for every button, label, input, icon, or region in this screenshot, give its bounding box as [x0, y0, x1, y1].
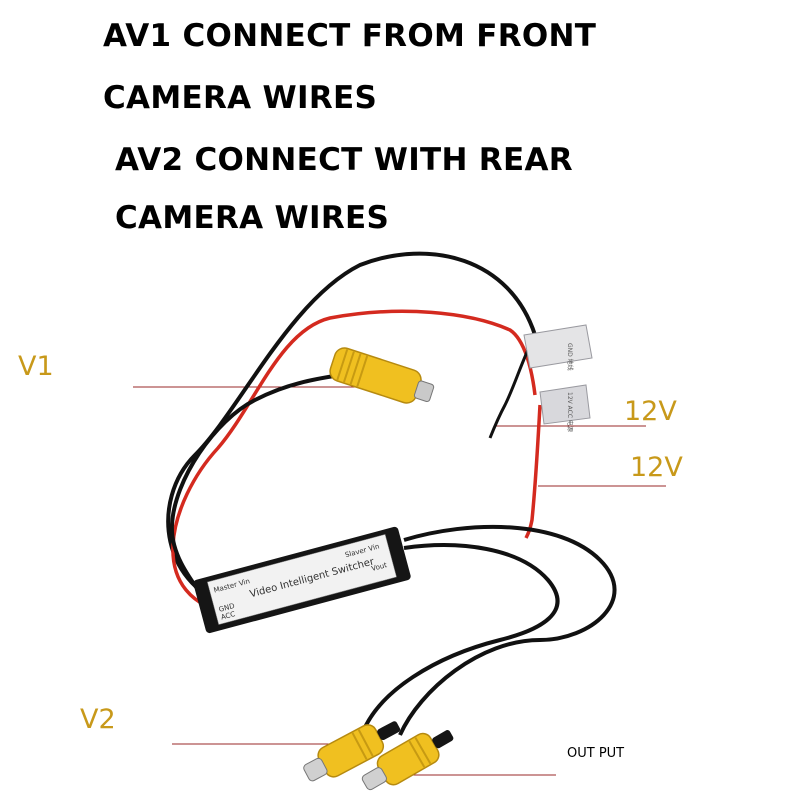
acc-tag-text: 12V ACC 电源	[566, 392, 574, 432]
v2-wire	[358, 543, 560, 741]
gnd-tag: GND 地线	[523, 324, 593, 371]
v2-label: V2	[80, 704, 116, 735]
heading-line-2: CAMERA WIRES	[103, 80, 378, 116]
power-1-label: 12V	[624, 396, 677, 427]
heading-line-1: AV1 CONNECT FROM FRONT	[103, 18, 597, 54]
vout-text: Vout	[371, 561, 388, 573]
gnd-wire-end	[488, 334, 537, 439]
v1-wire	[169, 370, 361, 612]
power-2-label: 12V	[630, 452, 683, 483]
vout-wire	[398, 524, 617, 736]
gnd-wire-long	[166, 251, 537, 610]
power-wire-red	[524, 404, 542, 539]
v2-rca-connector	[303, 721, 401, 782]
gnd-text: GND	[218, 602, 236, 614]
v1-rca-connector	[329, 347, 435, 404]
heading-line-3: AV2 CONNECT WITH REAR	[115, 142, 573, 178]
output-rca-connector	[361, 730, 454, 791]
gnd-tag-text: GND 地线	[566, 343, 574, 371]
video-switcher-box: Master Vin Slaver Vin Video Intelligent …	[193, 526, 411, 634]
v1-label: V1	[18, 351, 54, 382]
acc-tag: 12V ACC 电源	[539, 384, 591, 432]
output-label: OUT PUT	[567, 746, 625, 761]
heading-line-4: CAMERA WIRES	[115, 200, 390, 236]
acc-text: ACC	[220, 610, 236, 621]
